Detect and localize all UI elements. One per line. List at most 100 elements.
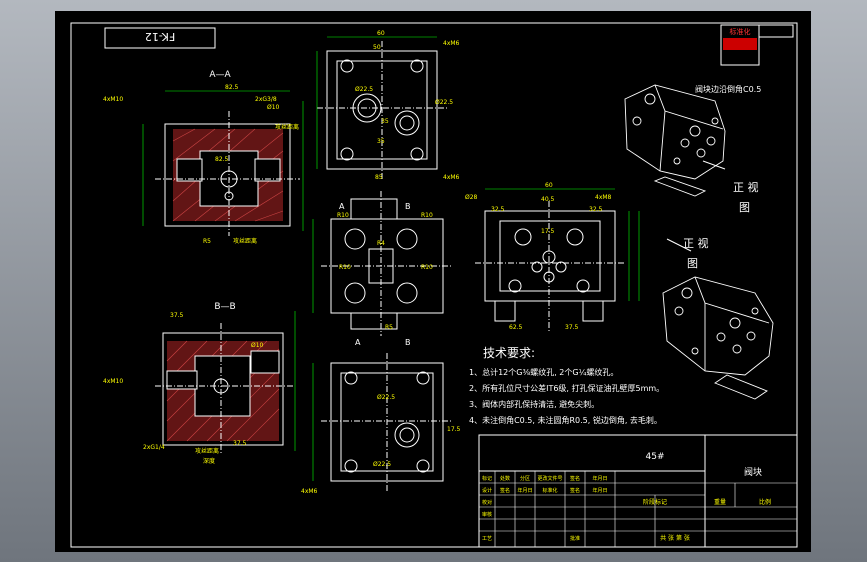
- dim-top-phi22: Ø22.5: [355, 86, 373, 93]
- section-bb-label: B—B: [214, 302, 235, 312]
- requirement-2: 2、所有孔位尺寸公差IT6级, 打孔保证油孔壁厚5mm。: [469, 383, 664, 393]
- dim-mid-r10c: R10: [339, 264, 351, 271]
- leader-arrow-2: [666, 238, 692, 252]
- stamp-box: [720, 24, 760, 66]
- tb-r5c1: 工艺: [482, 536, 492, 542]
- dim-top-50: 50: [373, 44, 381, 51]
- isometric-view-top: [624, 84, 726, 197]
- dim-side-40: 40.5: [541, 196, 555, 203]
- dim-bb-d37: 37.5: [233, 440, 247, 447]
- tb-r1c1: 标记: [482, 475, 492, 482]
- tb-scale: 比例: [759, 498, 771, 506]
- dim-mid-r10d: R10: [421, 264, 433, 271]
- dim-side-m8: 4xM8: [595, 194, 612, 201]
- tb-r1c6: 年月日: [592, 475, 607, 482]
- sheet-border: [70, 22, 798, 548]
- dim-bb-phi: Ø10: [251, 342, 264, 349]
- isometric-view-bottom: [662, 276, 774, 400]
- tb-r4c1: 审核: [482, 511, 492, 518]
- dim-side-17: 17.5: [541, 228, 555, 235]
- requirements-title: 技术要求:: [483, 346, 535, 360]
- section-aa-view: A—A 82.5 4xM10 2xG3/8 Ø10 82.5 攻丝距离 攻丝距离…: [103, 70, 304, 245]
- dim-mid-r10a: R10: [337, 212, 349, 219]
- middle-front-view: A B A B R10 R10 R4 R10 R10 R5: [312, 191, 453, 347]
- dim-bb-g14: 2xG1/4: [143, 444, 165, 451]
- dim-bottom-17: 17.5: [447, 426, 461, 433]
- dim-aa-phi: Ø10: [267, 104, 280, 111]
- view-label-front-2: 图: [739, 201, 750, 214]
- dim-side-37: 37.5: [565, 324, 579, 331]
- dim-aa-tap: 攻丝距离: [275, 123, 299, 131]
- dim-mid-r10b: R10: [421, 212, 433, 219]
- cad-drawing: FK-12 标准化 A—A 82.5 4xM10 2xG3/8 Ø10 82.5…: [55, 11, 811, 552]
- leader-arrow-1: [702, 160, 726, 170]
- tb-r2c4: 标准化: [542, 487, 557, 494]
- tb-r2c5: 签名: [570, 487, 580, 494]
- dim-mid-r4: R4: [377, 240, 385, 247]
- code-box: [104, 27, 216, 49]
- dim-side-32b: 32.5: [589, 206, 603, 213]
- dim-top-60: 60: [377, 30, 385, 37]
- dim-aa-center: 82.5: [215, 156, 229, 163]
- tb-r1c3: 分区: [520, 475, 530, 482]
- top-plan-view: 60 50 4xM6 Ø22.5 Ø22.5 35 35 85 4xM6: [316, 30, 460, 181]
- dim-side-phi28: Ø28: [465, 194, 478, 201]
- stamp-red: [723, 38, 757, 50]
- dim-top-35b: 35: [377, 138, 385, 145]
- part-name-label: 阀块: [744, 466, 762, 478]
- dim-mid-r5: R5: [385, 324, 393, 331]
- tb-r2c2: 签名: [500, 487, 510, 494]
- tb-r5c4: 批准: [570, 535, 580, 542]
- requirement-4: 4、未注倒角C0.5, 未注圆角R0.5, 锐边倒角, 去毛刺。: [469, 415, 662, 425]
- mark-b-top: B: [405, 202, 411, 211]
- requirement-3: 3、阀体内部孔保持清洁, 避免尖刺。: [469, 399, 599, 409]
- tb-r2c3: 年月日: [517, 487, 532, 494]
- dim-aa-top: 82.5: [225, 84, 239, 91]
- dim-side-32a: 32.5: [491, 206, 505, 213]
- stamp-top-text: 标准化: [730, 27, 751, 36]
- tb-weight: 重量: [714, 498, 726, 506]
- view-label-front-4: 图: [687, 257, 698, 270]
- dim-bb-m10: 4xM10: [103, 378, 123, 385]
- tb-r1c5: 签名: [570, 475, 580, 482]
- view-label-front-3: 正 视: [683, 236, 709, 250]
- title-block: 45# 阀块 标记 处数 分区 更改文件号 签名 年月日 设计 签名 年月日 标…: [478, 434, 798, 548]
- mark-b-bottom: B: [405, 338, 411, 347]
- bottom-plan-view: Ø22.5 Ø22.5 17.5 4xM6: [301, 353, 461, 495]
- dim-bottom-phi22: Ø22.5: [377, 394, 395, 401]
- dim-bottom-m6: 4xM6: [301, 488, 318, 495]
- dim-bb-top: 37.5: [170, 312, 184, 319]
- dim-top-m6b: 4xM6: [443, 174, 460, 181]
- dim-top-35: 35: [381, 118, 389, 125]
- tb-sheet: 共 张 第 张: [660, 534, 690, 542]
- dim-bb-tap: 攻丝距离: [195, 447, 219, 455]
- dim-aa-r5: R5: [203, 238, 211, 245]
- material-label: 45#: [646, 452, 665, 462]
- view-label-front-1: 正 视: [733, 180, 759, 194]
- dim-aa-g38: 2xG3/8: [255, 96, 277, 103]
- code-box-label: FK-12: [145, 30, 175, 43]
- dim-bottom-phi22b: Ø22.5: [373, 461, 391, 468]
- stamp-side: [758, 24, 794, 38]
- tb-r2c1: 设计: [482, 487, 492, 494]
- chamfer-note: 阀块边沿倒角C0.5: [695, 84, 761, 94]
- dim-side-62: 62.5: [509, 324, 523, 331]
- dim-top-85: 85: [375, 174, 383, 181]
- tb-r3c1: 校对: [482, 499, 492, 506]
- technical-requirements: 技术要求: 1、总计12个G⅜螺纹孔, 2个G¼螺纹孔。 2、所有孔位尺寸公差I…: [469, 346, 664, 425]
- tb-r1c4: 更改文件号: [537, 475, 562, 482]
- dim-aa-tap2: 攻丝距离: [233, 237, 257, 245]
- dim-top-phi22b: Ø22.5: [435, 99, 453, 106]
- dim-aa-m10: 4xM10: [103, 96, 123, 103]
- right-side-view: 60 40.5 32.5 32.5 17.5 Ø28 4xM8 62.5 37.…: [465, 182, 640, 331]
- drawing-sheet: FK-12 标准化 A—A 82.5 4xM10 2xG3/8 Ø10 82.5…: [55, 11, 811, 552]
- dim-bb-deep: 深度: [203, 457, 215, 465]
- tb-r1c2: 处数: [500, 475, 510, 482]
- tb-r2c6: 年月日: [592, 487, 607, 494]
- mark-a-top: A: [339, 202, 345, 211]
- requirement-1: 1、总计12个G⅜螺纹孔, 2个G¼螺纹孔。: [469, 367, 618, 377]
- dim-side-60: 60: [545, 182, 553, 189]
- dim-top-m6: 4xM6: [443, 40, 460, 47]
- mark-a-bottom: A: [355, 338, 361, 347]
- section-aa-label: A—A: [209, 70, 231, 80]
